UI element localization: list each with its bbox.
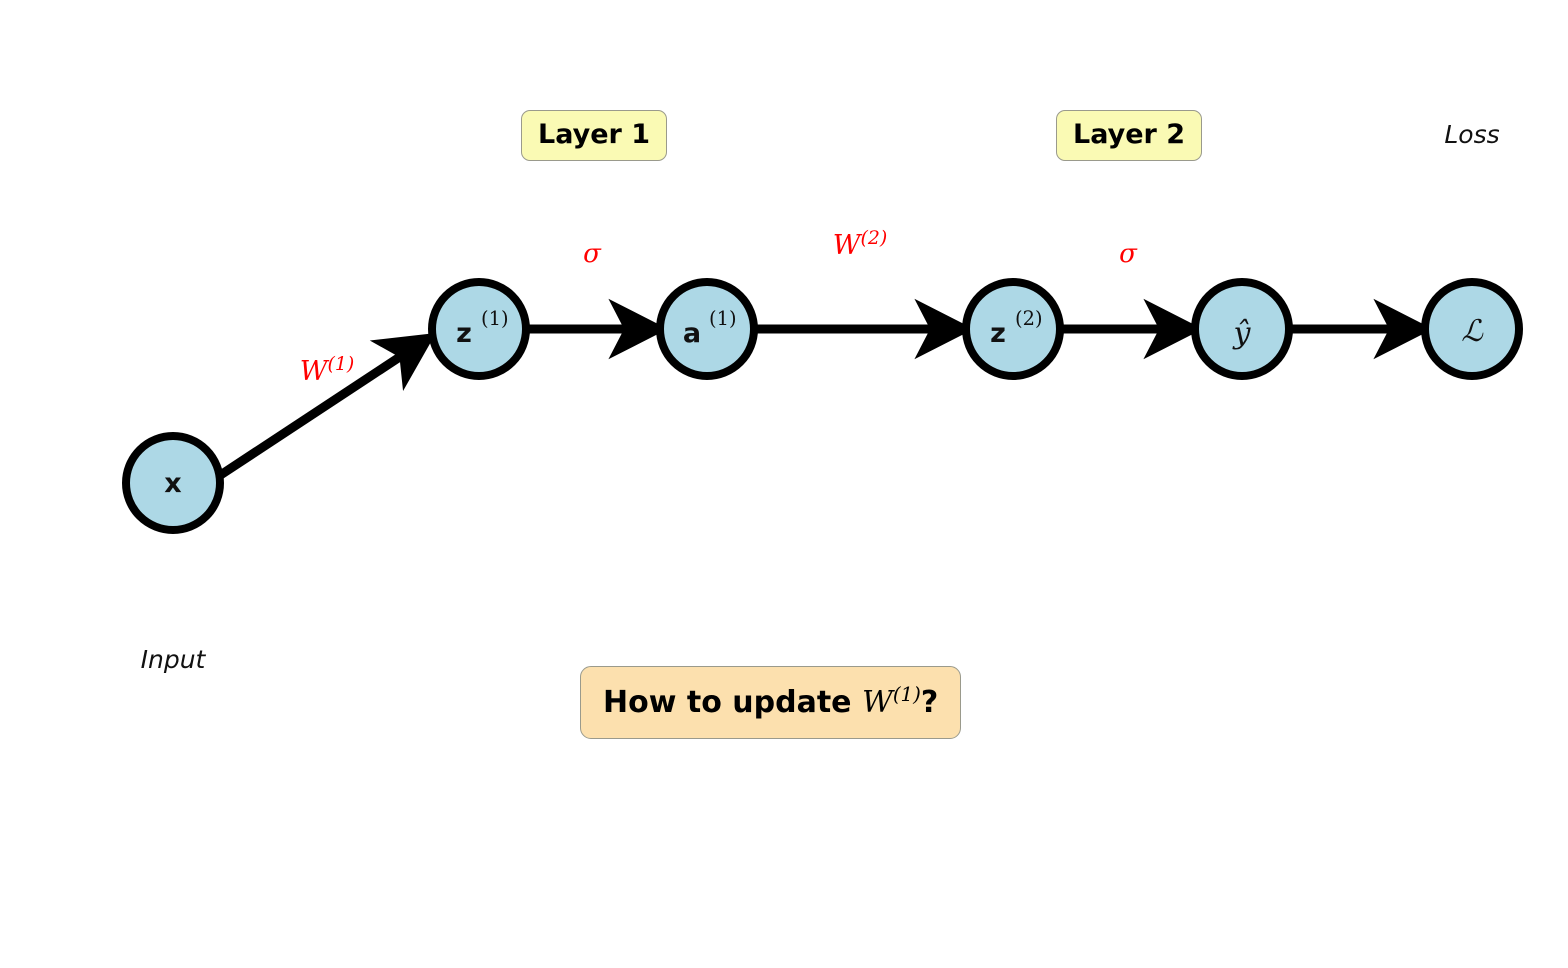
loss-caption: Loss: [1444, 120, 1499, 149]
edges-group: [213, 298, 1433, 482]
edge-x-to-z1: [213, 333, 437, 482]
node-z1-circle[interactable]: [428, 278, 530, 380]
callout-update-question: How to update W(1)?: [580, 666, 962, 739]
node-z2-circle[interactable]: [962, 278, 1064, 380]
node-a1-superscript: (1): [709, 307, 737, 330]
badge-layer-1: Layer 1: [521, 110, 668, 161]
captions-group: Loss Input: [141, 120, 1500, 674]
node-x[interactable]: x: [122, 432, 224, 534]
badge-layer-2: Layer 2: [1056, 110, 1203, 161]
node-yhat-label: ŷ: [1232, 316, 1252, 351]
callout-math-w: W(1): [862, 685, 921, 720]
edge-label-w1: W(1): [300, 353, 355, 387]
node-z1[interactable]: z (1): [428, 278, 530, 380]
node-loss-circle[interactable]: [1421, 278, 1523, 380]
node-yhat-circle[interactable]: [1191, 278, 1293, 380]
input-caption: Input: [141, 645, 207, 674]
callout-math-superscript: (1): [892, 683, 921, 706]
callout-math-base: W: [861, 685, 893, 720]
node-z1-superscript: (1): [481, 307, 509, 330]
edge-label-sigma-2: σ: [1119, 239, 1138, 269]
node-a1[interactable]: a (1): [656, 278, 758, 380]
node-z2-superscript: (2): [1015, 307, 1043, 330]
callout-text-after: ?: [920, 685, 939, 720]
node-yhat[interactable]: ŷ: [1191, 278, 1293, 380]
node-x-circle[interactable]: [122, 432, 224, 534]
node-a1-label: a: [683, 318, 701, 349]
node-x-label: x: [164, 468, 181, 499]
edge-label-sigma-1: σ: [583, 239, 602, 269]
node-loss-label: ℒ: [1461, 314, 1484, 349]
node-z2[interactable]: z (2): [962, 278, 1064, 380]
nodes-group: x z (1) a (1) z (2) ŷ: [122, 278, 1523, 534]
node-z1-label: z: [456, 318, 472, 349]
node-a1-circle[interactable]: [656, 278, 758, 380]
node-z2-label: z: [990, 318, 1006, 349]
node-loss[interactable]: ℒ: [1421, 278, 1523, 380]
edge-labels-group: W(1) σ W(2) σ: [300, 227, 1138, 387]
edge-label-w2: W(2): [833, 227, 888, 261]
callout-text-before: How to update: [603, 685, 862, 720]
